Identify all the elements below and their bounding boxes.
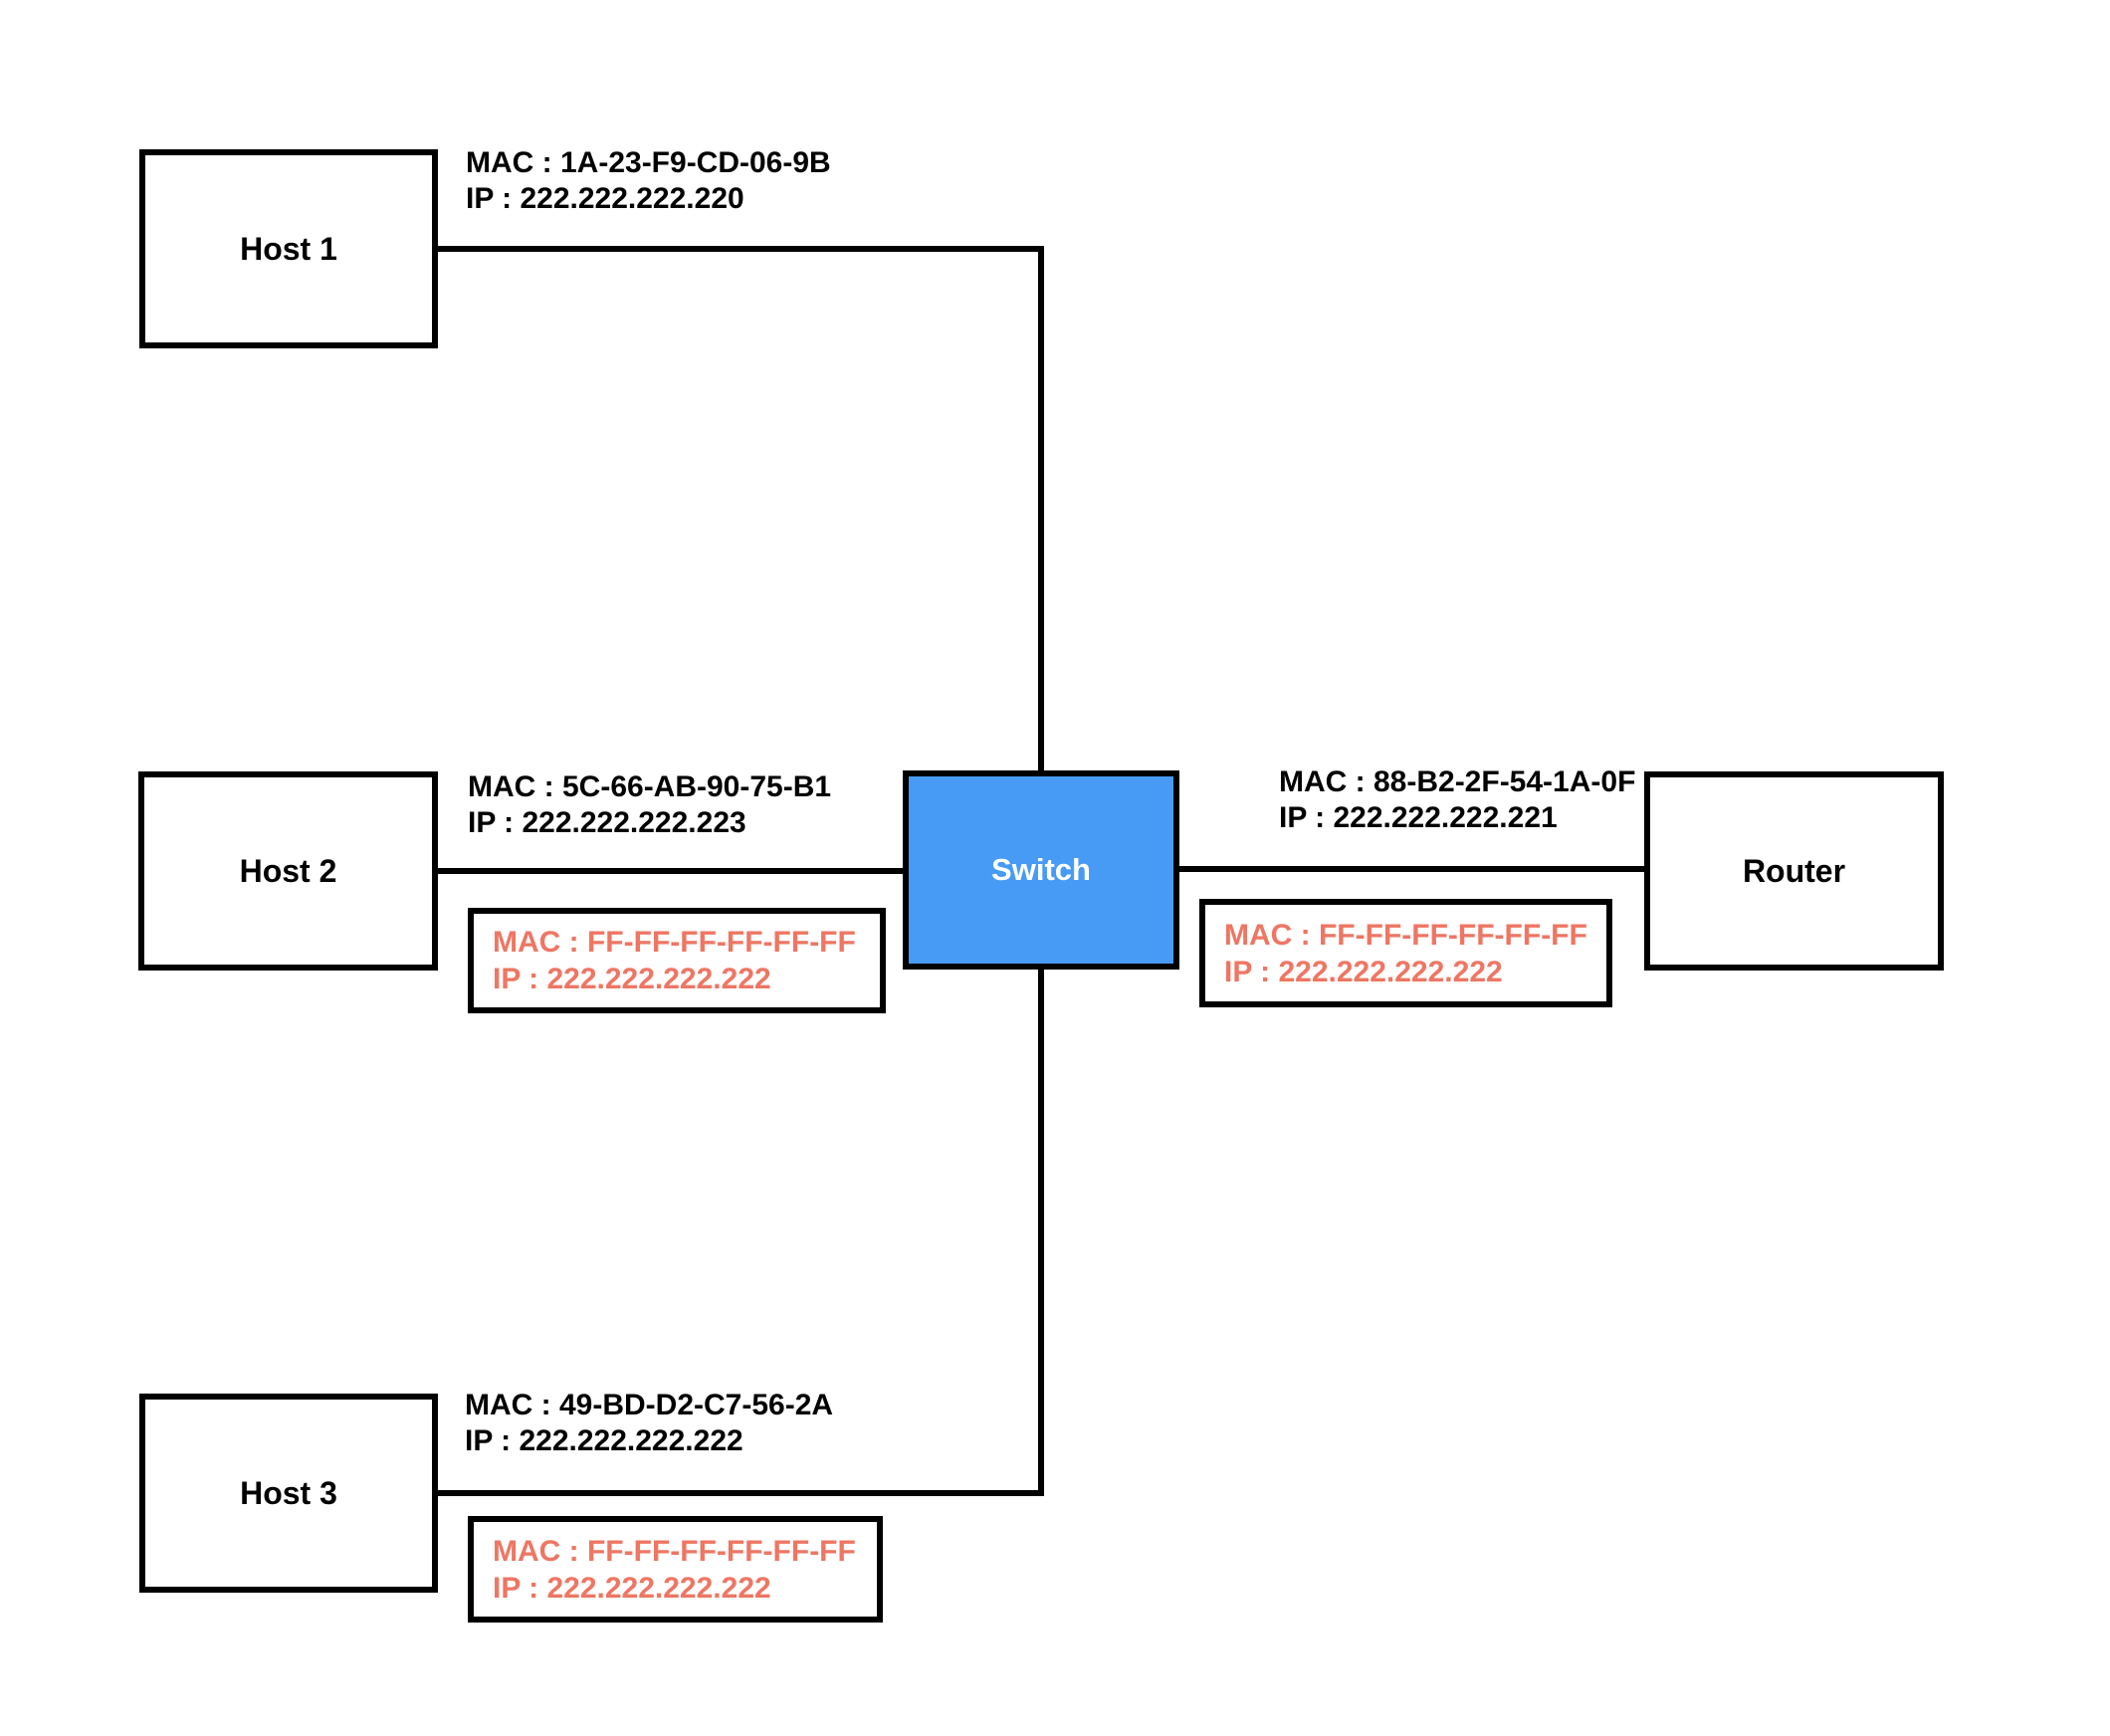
broadcast-frame-host2-mac: MAC : FF-FF-FF-FF-FF-FF — [493, 926, 856, 959]
connector-host2-switch — [438, 868, 903, 874]
broadcast-frame-router-ip: IP : 222.222.222.222 — [1224, 955, 1503, 988]
host1-mac: MAC : 1A-23-F9-CD-06-9B — [466, 146, 831, 179]
host1-address-info: MAC : 1A-23-F9-CD-06-9B IP : 222.222.222… — [466, 145, 831, 217]
host3-label: Host 3 — [240, 1474, 337, 1511]
connector-host3-switch-horizontal — [438, 1490, 1044, 1496]
host2-ip: IP : 222.222.222.223 — [468, 806, 746, 839]
host3-address-info: MAC : 49-BD-D2-C7-56-2A IP : 222.222.222… — [465, 1388, 833, 1459]
host1-node: Host 1 — [139, 149, 438, 348]
host3-mac: MAC : 49-BD-D2-C7-56-2A — [465, 1389, 834, 1421]
broadcast-frame-host2: MAC : FF-FF-FF-FF-FF-FF IP : 222.222.222… — [468, 908, 886, 1013]
host2-label: Host 2 — [239, 852, 337, 889]
broadcast-frame-router: MAC : FF-FF-FF-FF-FF-FF IP : 222.222.222… — [1199, 899, 1612, 1007]
connector-host1-switch-vertical — [1038, 246, 1044, 776]
host2-node: Host 2 — [138, 771, 438, 971]
host1-ip: IP : 222.222.222.220 — [466, 182, 744, 215]
router-mac: MAC : 88-B2-2F-54-1A-0F — [1279, 765, 1636, 798]
connector-host3-switch-vertical — [1038, 970, 1044, 1496]
host1-label: Host 1 — [240, 230, 337, 267]
router-ip: IP : 222.222.222.221 — [1279, 801, 1558, 834]
host3-node: Host 3 — [139, 1394, 438, 1593]
router-node: Router — [1644, 771, 1944, 971]
host2-address-info: MAC : 5C-66-AB-90-75-B1 IP : 222.222.222… — [468, 769, 831, 841]
connector-host1-switch-horizontal — [438, 246, 1044, 252]
router-address-info: MAC : 88-B2-2F-54-1A-0F IP : 222.222.222… — [1279, 764, 1635, 836]
broadcast-frame-host3-ip: IP : 222.222.222.222 — [493, 1571, 771, 1605]
broadcast-frame-router-mac: MAC : FF-FF-FF-FF-FF-FF — [1224, 918, 1587, 952]
host2-mac: MAC : 5C-66-AB-90-75-B1 — [468, 770, 832, 803]
broadcast-frame-host2-ip: IP : 222.222.222.222 — [493, 963, 771, 995]
broadcast-frame-host3-mac: MAC : FF-FF-FF-FF-FF-FF — [493, 1534, 856, 1568]
host3-ip: IP : 222.222.222.222 — [465, 1424, 743, 1457]
switch-node: Switch — [903, 770, 1179, 970]
switch-label: Switch — [991, 852, 1091, 887]
connector-switch-router — [1179, 866, 1644, 872]
router-label: Router — [1742, 852, 1846, 889]
broadcast-frame-host3: MAC : FF-FF-FF-FF-FF-FF IP : 222.222.222… — [468, 1516, 883, 1623]
